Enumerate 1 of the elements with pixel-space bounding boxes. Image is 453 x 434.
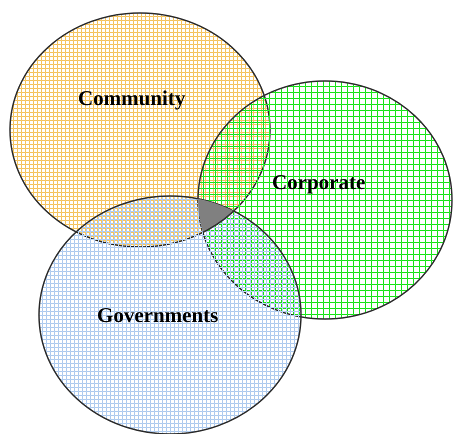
set-label: Governments xyxy=(97,303,218,328)
